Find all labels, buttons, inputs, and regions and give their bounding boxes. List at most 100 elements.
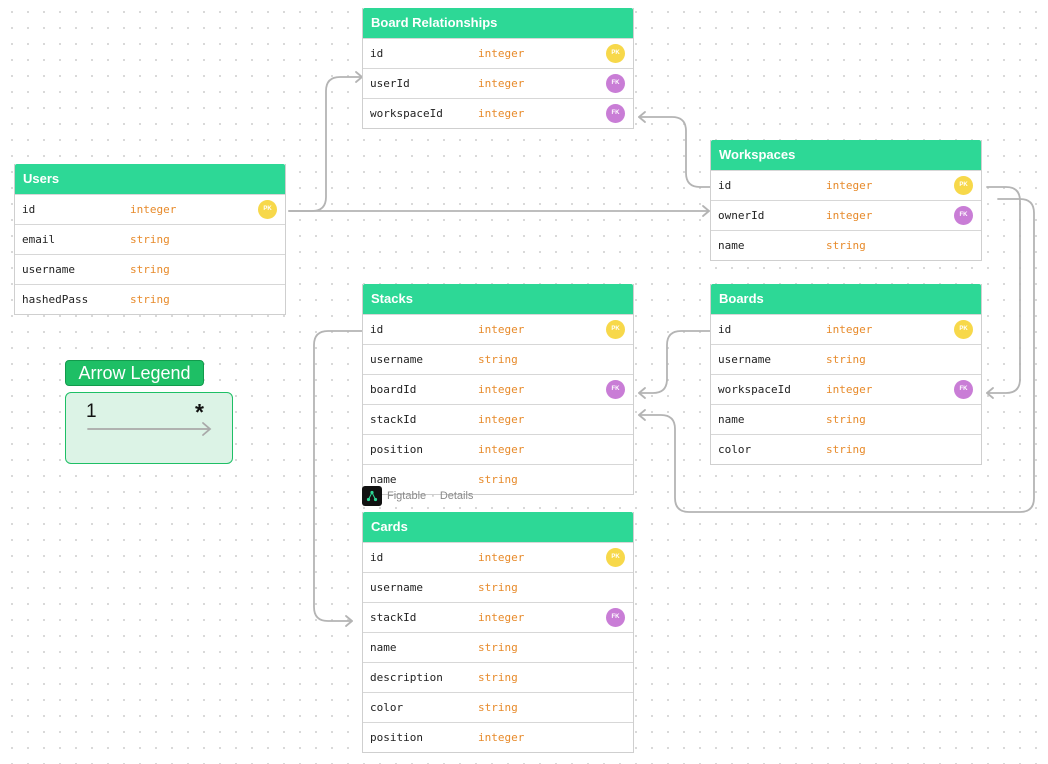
column-name: name bbox=[370, 641, 397, 654]
column-name: name bbox=[718, 239, 745, 252]
edge-users-to-board-relationships bbox=[288, 76, 363, 212]
edge-boards-to-stacks bbox=[638, 330, 711, 394]
table-title: Board Relationships bbox=[363, 8, 633, 38]
column-type: integer bbox=[478, 443, 525, 456]
figtable-logo-icon[interactable] bbox=[362, 486, 382, 506]
edge-workspaces-to-stacks-stackid bbox=[638, 198, 1035, 513]
figtable-name[interactable]: Figtable bbox=[387, 490, 427, 502]
table-row-username[interactable]: username string bbox=[363, 344, 633, 374]
table-row-username[interactable]: username string bbox=[711, 344, 981, 374]
column-type: integer bbox=[130, 203, 177, 216]
table-row-id[interactable]: id integer PK bbox=[15, 194, 285, 224]
figtable-bar[interactable]: Figtable · Details bbox=[362, 486, 473, 506]
arrowhead-cards-stackid bbox=[345, 615, 353, 627]
pk-badge-icon: PK bbox=[258, 200, 277, 219]
column-type: string bbox=[826, 353, 866, 366]
table-row-color[interactable]: color string bbox=[711, 434, 981, 464]
column-name: position bbox=[370, 731, 423, 744]
column-type: string bbox=[826, 443, 866, 456]
table-title: Workspaces bbox=[711, 140, 981, 170]
column-name: id bbox=[370, 47, 384, 60]
arrow-legend-box: 1 * bbox=[65, 392, 233, 464]
column-type: integer bbox=[478, 611, 525, 624]
column-name: stackId bbox=[370, 413, 417, 426]
table-row-name[interactable]: name string bbox=[711, 404, 981, 434]
column-type: integer bbox=[826, 383, 873, 396]
column-name: name bbox=[718, 413, 745, 426]
table-row-position[interactable]: position integer bbox=[363, 722, 633, 752]
column-type: string bbox=[130, 233, 170, 246]
fk-badge-icon: FK bbox=[606, 74, 625, 93]
column-name: username bbox=[718, 353, 771, 366]
column-type: integer bbox=[826, 209, 873, 222]
pk-badge-icon: PK bbox=[954, 176, 973, 195]
column-type: string bbox=[130, 263, 170, 276]
fk-badge-icon: FK bbox=[954, 206, 973, 225]
figtable-details-link[interactable]: Details bbox=[439, 490, 474, 502]
column-type: string bbox=[478, 473, 518, 486]
table-title: Stacks bbox=[363, 284, 633, 314]
edge-stacks-to-cards bbox=[313, 330, 363, 622]
column-name: color bbox=[370, 701, 404, 714]
column-type: integer bbox=[478, 107, 525, 120]
arrowhead-workspaces-ownerid bbox=[702, 205, 710, 217]
edge-workspaces-to-board-relationships bbox=[638, 116, 711, 188]
arrowhead-stacks-boardid bbox=[638, 387, 646, 399]
column-name: id bbox=[22, 203, 36, 216]
table-row-color[interactable]: color string bbox=[363, 692, 633, 722]
column-name: id bbox=[718, 323, 732, 336]
fk-badge-icon: FK bbox=[606, 608, 625, 627]
column-name: stackId bbox=[370, 611, 417, 624]
arrowhead-boards-workspaceid bbox=[986, 387, 994, 399]
table-row-workspaceid[interactable]: workspaceId integer FK bbox=[711, 374, 981, 404]
column-name: color bbox=[718, 443, 752, 456]
column-type: integer bbox=[478, 77, 525, 90]
column-name: id bbox=[370, 323, 384, 336]
column-name: id bbox=[718, 179, 732, 192]
column-name: username bbox=[370, 353, 423, 366]
legend-arrow bbox=[87, 422, 212, 436]
column-type: string bbox=[826, 413, 866, 426]
table-row-stackid[interactable]: stackId integer FK bbox=[363, 602, 633, 632]
arrowhead-board-relationships-workspaceid bbox=[638, 111, 646, 123]
table-title: Boards bbox=[711, 284, 981, 314]
column-type: string bbox=[478, 581, 518, 594]
fk-badge-icon: FK bbox=[954, 380, 973, 399]
column-type: string bbox=[478, 353, 518, 366]
fk-badge-icon: FK bbox=[606, 104, 625, 123]
column-name: workspaceId bbox=[718, 383, 791, 396]
column-type: string bbox=[478, 701, 518, 714]
column-name: hashedPass bbox=[22, 293, 89, 306]
column-type: integer bbox=[478, 731, 525, 744]
column-name: userId bbox=[370, 77, 410, 90]
table-row-userid[interactable]: userId integer FK bbox=[363, 68, 633, 98]
column-type: integer bbox=[478, 323, 525, 336]
column-name: id bbox=[370, 551, 384, 564]
arrow-legend-title: Arrow Legend bbox=[65, 360, 204, 386]
